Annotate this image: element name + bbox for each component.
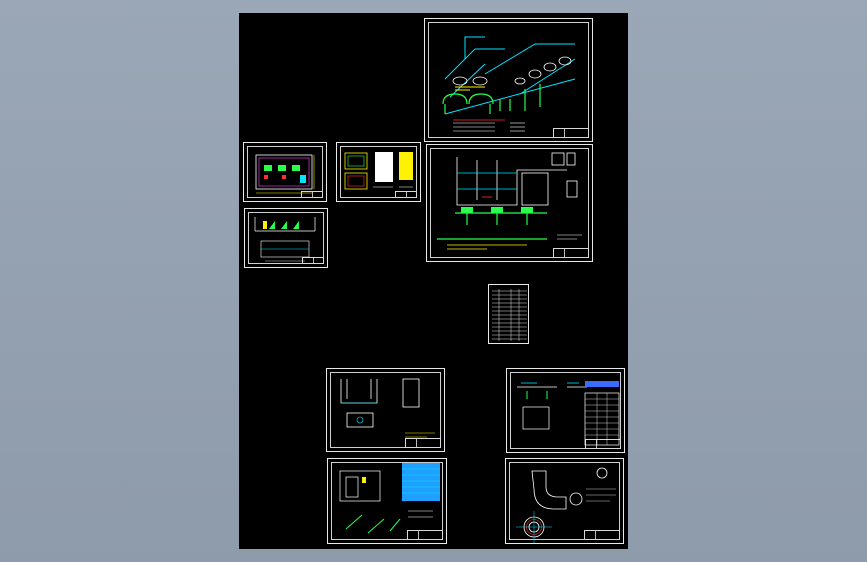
- sheet-valve-pit-detail[interactable]: [327, 458, 447, 544]
- sheet-frame: [340, 146, 417, 198]
- support-drawing: [517, 381, 620, 446]
- process-flow-drawing: [437, 152, 582, 250]
- section-drawing: [254, 217, 316, 262]
- title-block: [553, 128, 589, 138]
- title-block: [302, 257, 324, 264]
- sheet-piping-axonometric[interactable]: [424, 18, 593, 142]
- sheet-frame: [510, 372, 621, 449]
- sheet-room-plan[interactable]: [243, 142, 327, 202]
- room-plan-drawing: [255, 154, 315, 194]
- valve-pit-drawing: [339, 463, 440, 534]
- sheet-room-section[interactable]: [244, 208, 328, 268]
- material-table-grid: [492, 289, 527, 341]
- title-block: [405, 438, 441, 448]
- title-block: [584, 530, 620, 540]
- sheet-material-table[interactable]: [488, 284, 529, 344]
- sheet-frame: [509, 462, 620, 540]
- sheet-frame: [248, 212, 324, 264]
- sheet-frame: [330, 372, 441, 448]
- title-block: [301, 191, 323, 198]
- sheet-equipment-details[interactable]: [336, 142, 421, 202]
- title-block: [553, 248, 589, 258]
- sheet-pipe-support-table[interactable]: [506, 368, 625, 453]
- sheet-frame: [247, 146, 323, 198]
- axonometric-drawing: [442, 36, 576, 132]
- sheet-tank-detail[interactable]: [326, 368, 445, 452]
- tank-drawing: [340, 378, 435, 438]
- elbow-drawing: [516, 467, 616, 543]
- equipment-drawing: [344, 152, 413, 190]
- title-block: [407, 530, 443, 540]
- sheet-frame: [428, 22, 589, 138]
- sheet-elbow-detail[interactable]: [505, 458, 624, 544]
- sheet-process-flow[interactable]: [426, 144, 593, 262]
- drawing-canvas[interactable]: [239, 13, 628, 549]
- title-block: [395, 191, 417, 198]
- title-block: [585, 439, 621, 449]
- sheet-frame: [331, 462, 443, 540]
- sheet-frame: [430, 148, 589, 258]
